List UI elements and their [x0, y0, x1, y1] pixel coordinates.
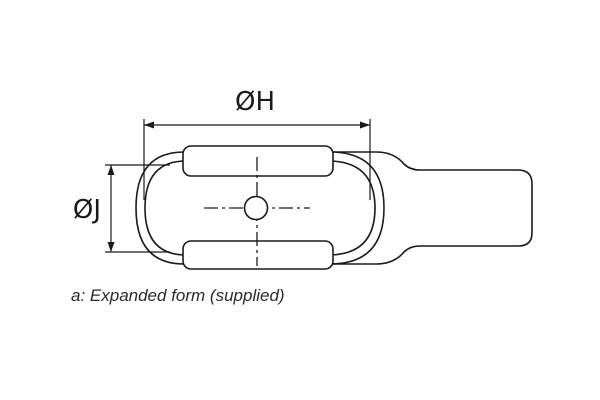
center-hole	[243, 195, 269, 221]
dimension-label-width: ØH	[235, 87, 275, 117]
dimension-label-height: ØJ	[73, 195, 101, 225]
bottom-band	[182, 240, 334, 270]
top-band	[182, 145, 334, 177]
figure-caption: a: Expanded form (supplied)	[71, 286, 285, 305]
tail-outline	[330, 151, 533, 265]
arrowhead-height-bottom	[107, 242, 115, 252]
arrowhead-width-left	[144, 121, 154, 129]
arrowhead-width-right	[360, 121, 370, 129]
arrowhead-height-top	[107, 165, 115, 175]
